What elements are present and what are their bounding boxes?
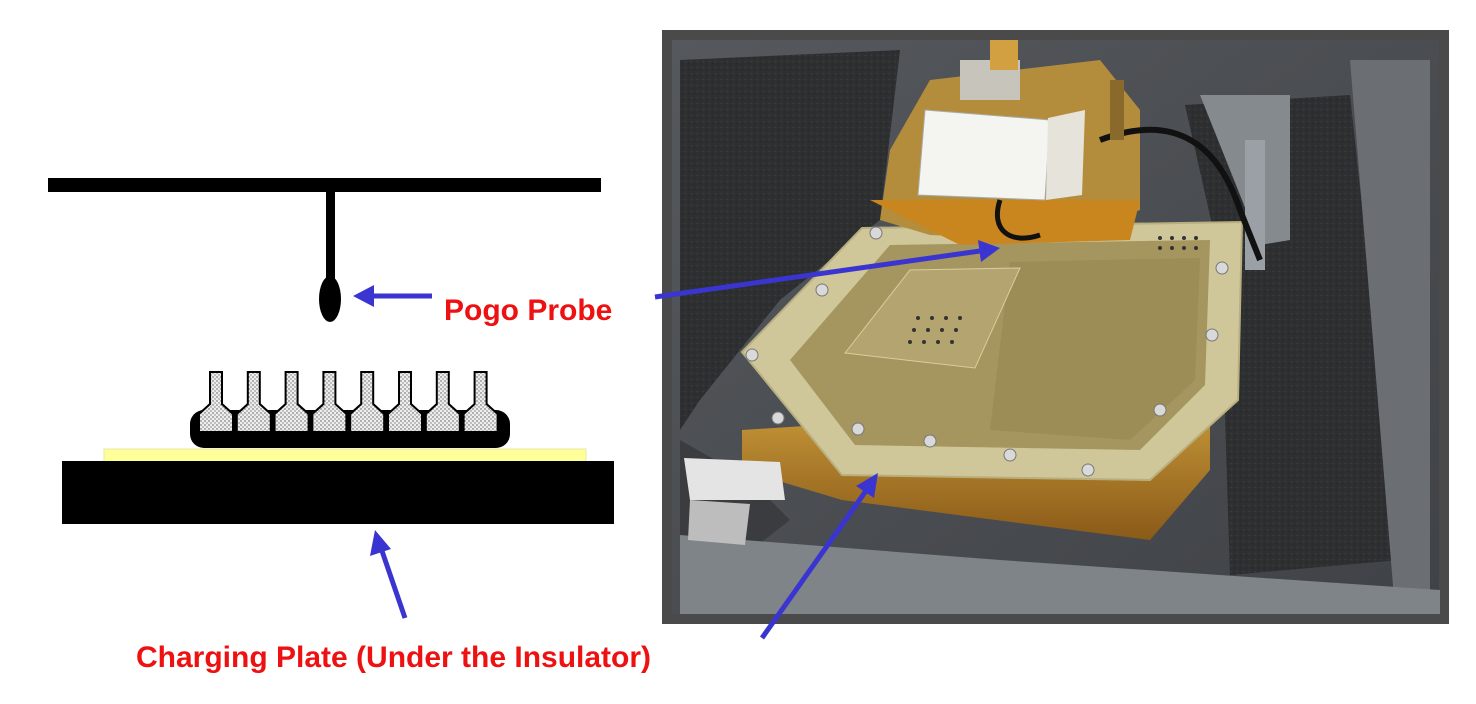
charging-plate xyxy=(62,461,614,524)
equipment-photo xyxy=(662,30,1449,624)
arrow-left-icon xyxy=(353,285,432,307)
contact-pin xyxy=(312,372,346,432)
schematic xyxy=(48,178,614,524)
arrow-up-icon xyxy=(370,530,405,618)
pogo-probe-label: Pogo Probe xyxy=(444,296,612,326)
contact-pin xyxy=(237,372,271,432)
device-under-test xyxy=(190,372,510,448)
insulator-layer xyxy=(104,449,586,463)
charging-plate-label: Charging Plate (Under the Insulator) xyxy=(136,643,651,673)
contact-pin xyxy=(350,372,384,432)
contact-pin xyxy=(388,372,422,432)
contact-pin xyxy=(199,372,233,432)
contact-pin xyxy=(464,372,498,432)
contact-pin xyxy=(426,372,460,432)
probe-holder-bar xyxy=(48,178,601,192)
pogo-probe-tip xyxy=(319,276,341,322)
contact-pin xyxy=(275,372,309,432)
probe-stem xyxy=(326,190,335,282)
